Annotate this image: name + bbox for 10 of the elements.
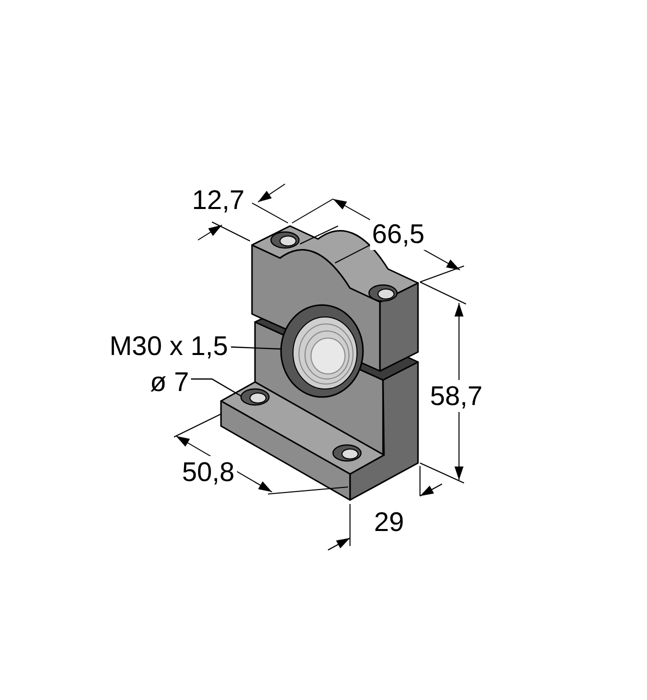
mounting-hole	[332, 444, 362, 462]
threaded-bore	[280, 304, 364, 398]
dimension-label: 66,5	[370, 218, 427, 250]
mounting-hole	[368, 284, 398, 302]
leader-line	[230, 346, 282, 350]
callout-label: ø 7	[150, 364, 189, 400]
mounting-hole	[240, 388, 270, 406]
leader-line	[191, 378, 242, 397]
mounting-hole	[270, 231, 300, 249]
callout-label: M30 x 1,5	[109, 328, 228, 364]
